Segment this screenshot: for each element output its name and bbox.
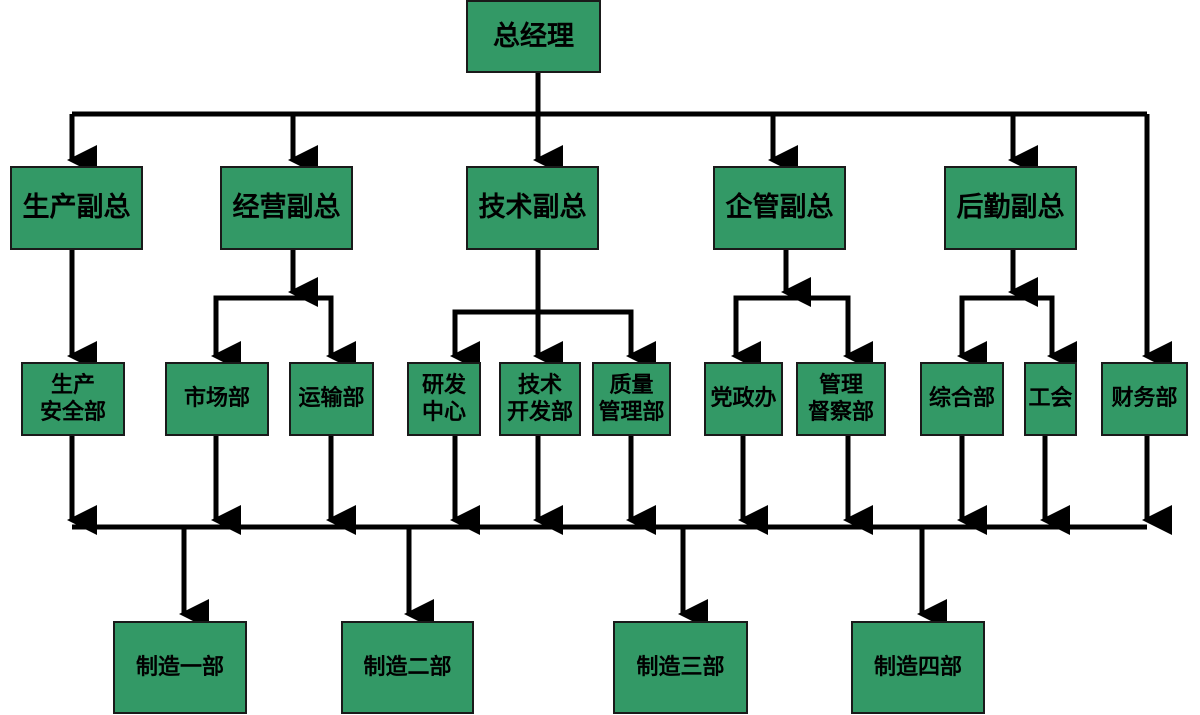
- node-vp-logistics: 后勤副总: [944, 166, 1077, 250]
- branch: [733, 295, 851, 330]
- node-production-safety: 生产 安全部: [21, 362, 125, 436]
- node-manufacturing-1: 制造一部: [113, 621, 247, 714]
- node-vp-management: 企管副总: [713, 166, 846, 250]
- branch: [959, 295, 1055, 330]
- node-manufacturing-3: 制造三部: [613, 621, 748, 714]
- branch: [213, 295, 334, 356]
- node-party-office: 党政办: [704, 362, 783, 436]
- node-quality-management: 质量 管理部: [592, 362, 671, 436]
- node-vp-technology: 技术副总: [466, 166, 599, 250]
- node-vp-operations: 经营副总: [220, 166, 353, 250]
- branch: [452, 309, 634, 330]
- node-finance: 财务部: [1101, 362, 1188, 436]
- node-transport: 运输部: [289, 362, 374, 436]
- node-manufacturing-2: 制造二部: [341, 621, 474, 714]
- node-general-manager: 总经理: [466, 0, 601, 73]
- node-tech-development: 技术 开发部: [499, 362, 581, 436]
- node-rd-center: 研发 中心: [407, 362, 481, 436]
- node-manufacturing-4: 制造四部: [851, 621, 985, 714]
- node-supervision: 管理 督察部: [796, 362, 886, 436]
- node-marketing: 市场部: [165, 362, 269, 436]
- node-labor-union: 工会: [1024, 362, 1077, 436]
- node-vp-production: 生产副总: [10, 166, 143, 250]
- node-general-affairs: 综合部: [920, 362, 1004, 436]
